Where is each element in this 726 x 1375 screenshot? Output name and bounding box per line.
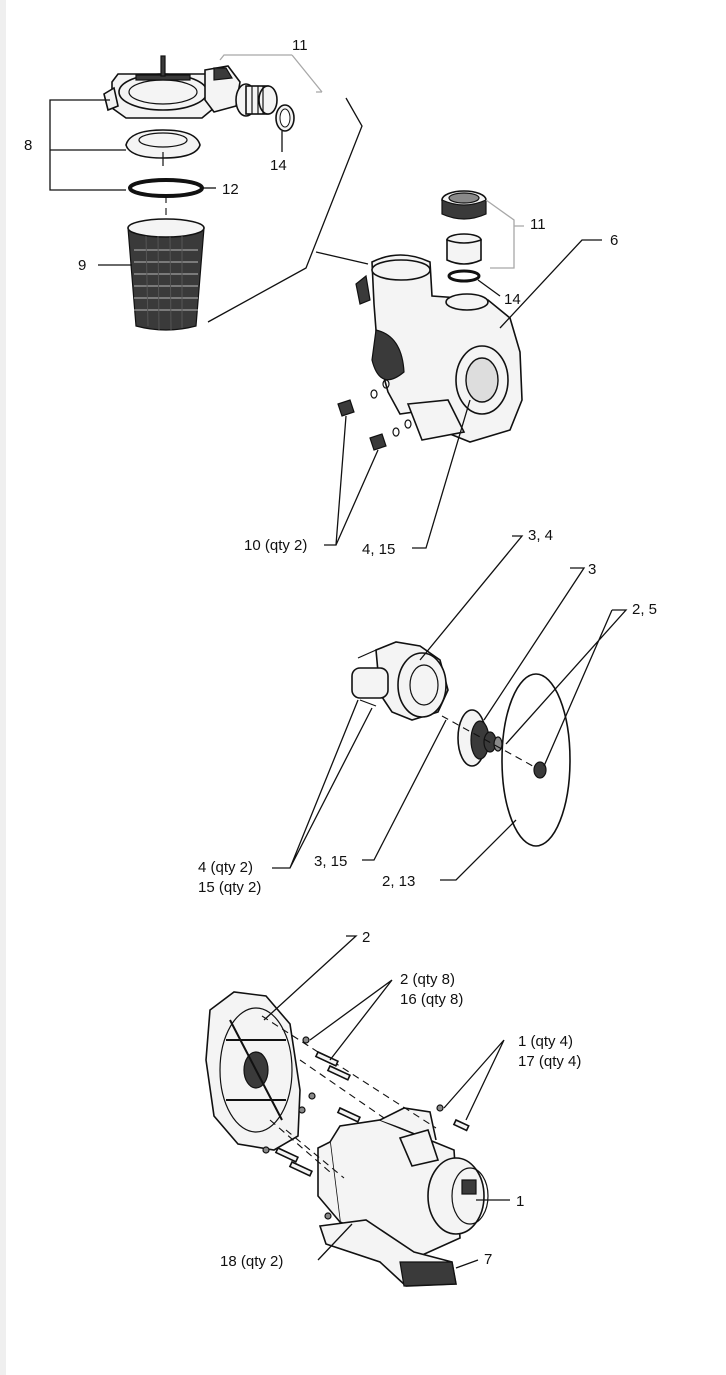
callout-12: 12	[222, 181, 239, 198]
callout-15-qty2: 15 (qty 2)	[198, 879, 261, 896]
leader-2q8	[309, 979, 393, 1061]
leader-11b	[485, 199, 524, 269]
leader-14b	[477, 279, 501, 297]
callout-7: 7	[484, 1251, 492, 1268]
leader-10	[324, 415, 379, 546]
leader-4q	[272, 699, 373, 869]
strainer-basket-part	[127, 218, 205, 331]
callout-2: 2	[362, 929, 370, 946]
leader-3-15	[362, 719, 447, 861]
drain-plug-part	[337, 379, 412, 451]
callout-10-qty2: 10 (qty 2)	[244, 537, 307, 554]
bolt-set-part	[261, 1015, 470, 1220]
leader-3	[483, 567, 586, 721]
leader-11a	[219, 54, 323, 93]
pump-housing-part	[355, 254, 523, 443]
leader-6	[499, 239, 602, 329]
callout-11b: 11	[530, 216, 546, 233]
strainer-to-housing-bracket	[207, 97, 363, 323]
callout-4-qty2: 4 (qty 2)	[198, 859, 253, 876]
callout-6: 6	[610, 232, 618, 249]
callout-3-15: 3, 15	[314, 853, 347, 870]
callout-2-13: 2, 13	[382, 873, 415, 890]
housing-pointer	[315, 251, 369, 265]
left-edge-shade	[0, 0, 6, 1375]
callout-18-qty2: 18 (qty 2)	[220, 1253, 283, 1270]
leader-18q2	[317, 1223, 353, 1261]
callout-8: 8	[24, 137, 32, 154]
union-o-ring-part	[275, 104, 295, 132]
leader-3-4	[419, 535, 524, 661]
callout-1: 1	[516, 1193, 524, 1210]
seal-plate-part	[205, 991, 301, 1151]
motor-base-part	[318, 1219, 457, 1287]
leader-2-13	[440, 819, 517, 881]
leader-2	[263, 935, 358, 1021]
diffuser-part	[351, 641, 449, 721]
callout-1-qty4: 1 (qty 4)	[518, 1033, 573, 1050]
diffuser-gasket-part	[441, 673, 571, 847]
callout-14b: 14	[504, 291, 521, 308]
callout-17-qty4: 17 (qty 4)	[518, 1053, 581, 1070]
callout-2-qty8: 2 (qty 8)	[400, 971, 455, 988]
union-fitting-part	[235, 83, 278, 117]
callout-14a: 14	[270, 157, 287, 174]
callout-4-15: 4, 15	[362, 541, 395, 558]
leader-1q4	[443, 1039, 505, 1121]
housing-tailpiece-part	[446, 233, 482, 265]
callout-9: 9	[78, 257, 86, 274]
housing-union-nut-part	[441, 190, 487, 220]
callout-11a: 11	[292, 37, 308, 54]
leader-7	[455, 1259, 479, 1269]
callout-3: 3	[588, 561, 596, 578]
leader-4-15	[412, 399, 471, 549]
housing-o-ring-part	[447, 269, 481, 283]
callout-2-5: 2, 5	[632, 601, 657, 618]
callout-3-4: 3, 4	[528, 527, 553, 544]
lid-o-ring-part	[128, 178, 204, 218]
leader-2-5	[505, 609, 628, 767]
bracket-8-leader	[49, 99, 126, 191]
strainer-lid-part	[125, 129, 201, 166]
strainer-lid-ring-part	[103, 55, 241, 119]
callout-16-qty8: 16 (qty 8)	[400, 991, 463, 1008]
impeller-part	[457, 709, 503, 767]
